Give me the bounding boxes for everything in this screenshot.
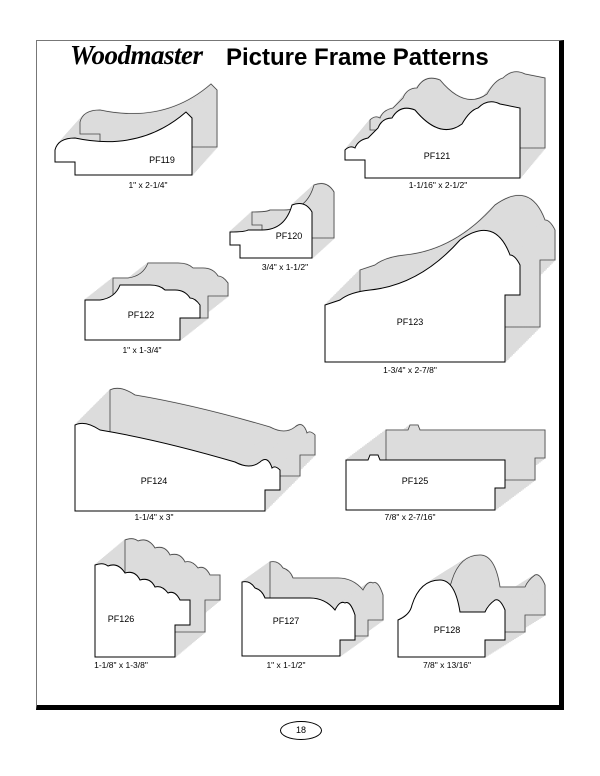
molding-back-edge	[79, 83, 218, 148]
pattern-id-pf122: PF122	[127, 310, 155, 320]
molding-back-edge	[124, 538, 221, 633]
pattern-size-pf123: 1-3/4" x 2-7/8"	[383, 365, 437, 375]
pattern-size-pf127: 1" x 1-1/2"	[266, 660, 306, 670]
pattern-id-pf124: PF124	[140, 476, 168, 486]
pattern-id-pf126: PF126	[107, 614, 135, 624]
molding-back-edge	[112, 262, 229, 319]
molding-front-profile	[241, 581, 356, 657]
molding-pf124	[74, 387, 316, 512]
molding-pf128	[397, 554, 546, 658]
molding-pf120	[229, 182, 335, 259]
molding-front-profile	[74, 422, 281, 512]
pattern-size-pf121: 1-1/16" x 2-1/2"	[408, 180, 468, 190]
molding-front-profile	[84, 284, 201, 341]
brand-logo: Woodmaster	[70, 40, 203, 70]
molding-front-profile	[229, 203, 313, 259]
pattern-id-pf125: PF125	[401, 476, 429, 486]
pattern-id-pf120: PF120	[275, 231, 303, 241]
molding-front-profile	[345, 454, 506, 511]
pattern-id-pf128: PF128	[433, 625, 461, 635]
molding-back-edge	[269, 561, 384, 637]
molding-front-profile	[344, 101, 521, 179]
pattern-size-pf120: 3/4" x 1-1/2"	[261, 262, 309, 272]
pattern-id-pf121: PF121	[423, 151, 451, 161]
molding-back-edge	[359, 195, 556, 328]
molding-back-edge	[251, 183, 335, 239]
pattern-size-pf128: 7/8" x 13/16"	[422, 660, 472, 670]
molding-pf121	[344, 71, 546, 179]
molding-pf127	[241, 560, 384, 657]
pattern-size-pf119: 1" x 2-1/4"	[128, 180, 168, 190]
molding-pf119	[54, 82, 218, 176]
molding-pf122	[84, 262, 229, 341]
molding-front-profile	[94, 563, 191, 658]
page-title: Picture Frame Patterns	[226, 44, 489, 71]
molding-pf123	[324, 194, 556, 363]
molding-front-profile	[397, 579, 506, 658]
molding-front-profile	[54, 111, 193, 176]
molding-back-edge	[109, 387, 316, 477]
pattern-size-pf126: 1-1/8" x 1-3/8"	[94, 660, 148, 670]
pattern-size-pf122: 1" x 1-3/4"	[122, 345, 162, 355]
pattern-size-pf125: 7/8" x 2-7/16"	[384, 512, 436, 522]
pattern-id-pf127: PF127	[272, 616, 300, 626]
molding-front-profile	[324, 230, 521, 363]
pattern-id-pf119: PF119	[149, 155, 175, 165]
pattern-size-pf124: 1-1/4" x 3"	[134, 512, 174, 522]
pattern-id-pf123: PF123	[396, 317, 424, 327]
page-border	[36, 40, 564, 710]
molding-back-edge	[369, 71, 546, 149]
molding-back-edge	[437, 554, 546, 633]
page-number: 18	[280, 721, 322, 740]
molding-pf126	[94, 537, 221, 658]
molding-pf125	[345, 424, 546, 511]
